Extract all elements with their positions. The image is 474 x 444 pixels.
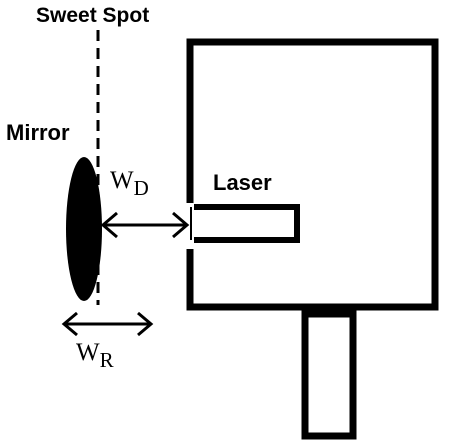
w-r-label: WR xyxy=(76,339,114,372)
sweet-spot-label: Sweet Spot xyxy=(36,4,149,27)
mirror-label: Mirror xyxy=(6,120,70,145)
w-r-main: W xyxy=(76,339,100,366)
laser-label: Laser xyxy=(213,170,272,195)
laser-tube xyxy=(187,204,300,243)
w-d-arrow xyxy=(100,211,190,239)
w-d-main: W xyxy=(110,167,134,194)
w-r-arrow xyxy=(61,311,154,337)
w-d-label: WD xyxy=(110,167,149,200)
housing-opening xyxy=(184,203,194,249)
w-r-subscript: R xyxy=(100,348,114,372)
mirror-shape xyxy=(66,157,102,301)
housing-stand xyxy=(301,310,357,440)
housing-box xyxy=(186,38,439,311)
w-d-subscript: D xyxy=(134,176,149,200)
